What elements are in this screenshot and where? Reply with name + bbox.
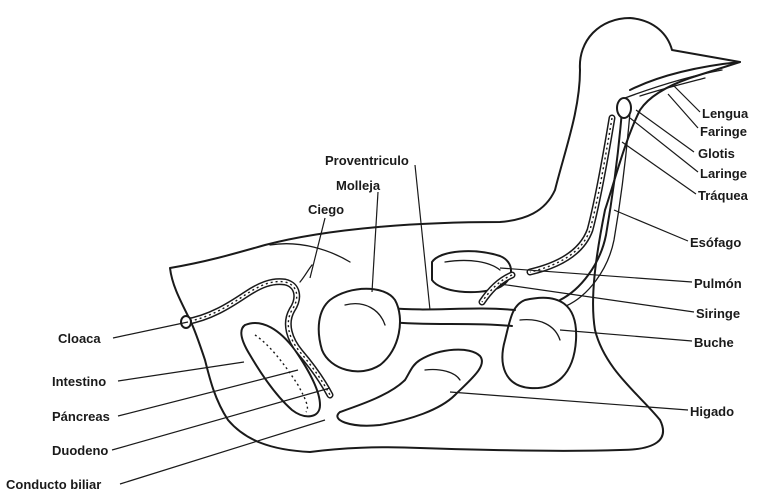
label-higado: Higado: [690, 404, 734, 419]
label-ciego: Ciego: [308, 202, 344, 217]
crop: [502, 298, 576, 388]
label-pancreas: Páncreas: [52, 409, 110, 424]
leader-lines: [112, 86, 700, 484]
gizzard: [319, 289, 400, 372]
label-cloaca: Cloaca: [58, 331, 101, 346]
label-esofago: Esófago: [690, 235, 741, 250]
proventriculus: [390, 308, 515, 326]
label-laringe: Laringe: [700, 166, 747, 181]
label-buche: Buche: [694, 335, 734, 350]
label-proventriculo: Proventriculo: [325, 153, 409, 168]
label-glotis: Glotis: [698, 146, 735, 161]
label-lengua: Lengua: [702, 106, 749, 121]
label-molleja: Molleja: [336, 178, 381, 193]
label-intestino: Intestino: [52, 374, 106, 389]
larynx: [617, 98, 631, 118]
label-pulmon: Pulmón: [694, 276, 742, 291]
label-faringe: Faringe: [700, 124, 747, 139]
label-traquea: Tráquea: [698, 188, 749, 203]
cecum: [300, 265, 312, 282]
label-conducto-biliar: Conducto biliar: [6, 477, 101, 492]
label-siringe: Siringe: [696, 306, 740, 321]
trachea: [530, 118, 612, 272]
label-duodeno: Duodeno: [52, 443, 108, 458]
